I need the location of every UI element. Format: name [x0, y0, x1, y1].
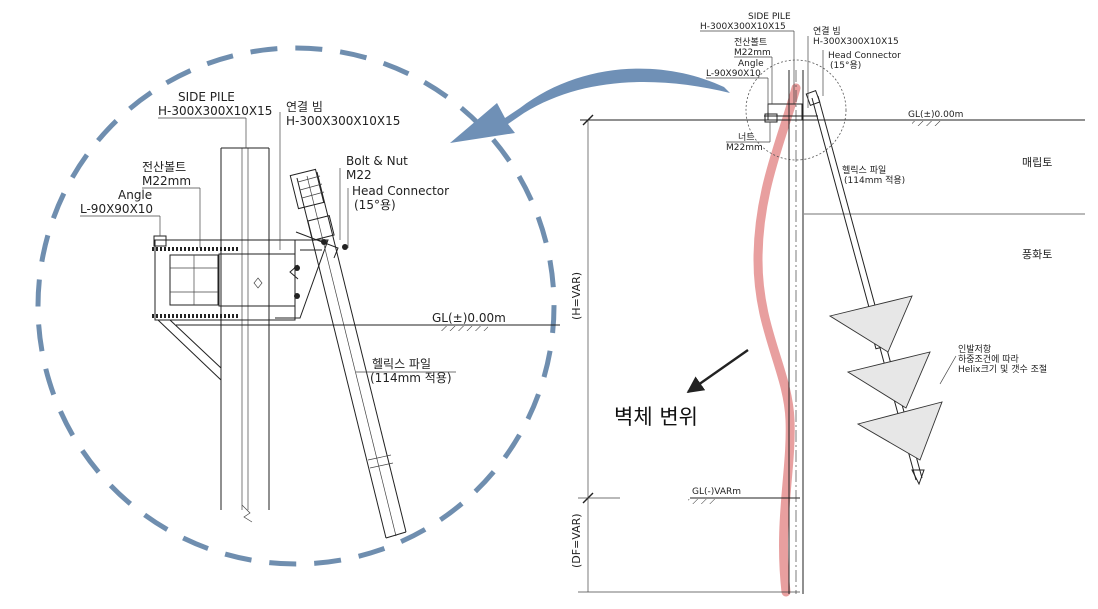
detail-head-connector — [275, 231, 339, 319]
detail-helix-pile-label: 헬릭스 파일 — [372, 357, 431, 371]
detail-ground-level-label: GL(±)0.00m — [432, 311, 506, 325]
section-helix-pile — [811, 95, 943, 486]
section-detail-circle — [745, 59, 847, 161]
section-helix-note-1: 인발저항 — [958, 344, 991, 355]
section-lower-ground-level: GL(-)VARm — [692, 487, 741, 497]
detail-side-pile — [220, 147, 270, 523]
section-layer-fill: 매립토 — [1022, 156, 1052, 169]
zoom-arrow — [450, 68, 730, 143]
section-nut-label: 너트 — [738, 132, 755, 143]
section-nut-size: M22mm — [726, 143, 763, 153]
section-side-pile — [788, 70, 804, 594]
detail-beam-label: 연결 빔 — [286, 100, 323, 114]
detail-bolt-nut-size: M22 — [346, 168, 372, 182]
section-helix-note-3: Helix크기 및 갯수 조절 — [958, 363, 1047, 375]
detail-helix-pile — [289, 168, 407, 539]
helix-plate-2 — [846, 351, 931, 409]
detail-head-connector-label: Head Connector — [352, 184, 449, 198]
wall-displacement-arrow — [686, 349, 749, 393]
section-beam-spec: H-300X300X10X15 — [813, 37, 899, 47]
detail-angle-spec: L-90X90X10 — [80, 202, 153, 216]
section-side-pile-spec: H-300X300X10X15 — [700, 22, 786, 32]
detail-labels: SIDE PILE H-300X300X10X15 연결 빔 H-300X300… — [80, 90, 456, 385]
helix-plate-3 — [856, 401, 943, 461]
wall-displacement-curve — [753, 83, 801, 597]
detail-bolt-size: M22mm — [142, 174, 191, 188]
lower-ground-hatch — [688, 499, 718, 504]
detail-bolt-label: 전산볼트 — [142, 160, 186, 174]
section-head-connector-label: Head Connector — [828, 51, 901, 61]
section-view: (H=VAR) (DF=VAR) — [570, 12, 1085, 597]
section-helix-pile-spec: (114mm 적용) — [844, 174, 905, 186]
section-dimension: (H=VAR) (DF=VAR) — [570, 114, 800, 593]
detail-brace — [157, 319, 222, 381]
section-angle-spec: L-90X90X10 — [706, 69, 761, 79]
detail-ground-level: GL(±)0.00m — [176, 311, 560, 331]
section-bolt-label: 전산볼트 — [734, 37, 767, 48]
detail-head-connector-angle: (15°용) — [354, 198, 396, 212]
section-dim-df: (DF=VAR) — [570, 513, 583, 568]
detail-side-pile-label: SIDE PILE — [178, 90, 235, 104]
detail-circle — [35, 45, 557, 567]
section-head-connector-angle: (15°용) — [830, 60, 861, 71]
detail-bolt-nut-label: Bolt & Nut — [346, 154, 408, 168]
section-labels: SIDE PILE H-300X300X10X15 전산볼트 M22mm Ang… — [614, 12, 1052, 497]
section-beam-label: 연결 빔 — [813, 26, 841, 37]
section-helix-pile-label: 헬릭스 파일 — [842, 164, 886, 176]
section-ground-level-label: GL(±)0.00m — [908, 110, 963, 120]
helix-plate-1 — [828, 295, 913, 353]
ground-hatch — [912, 121, 942, 126]
section-helix-note-2: 하중조건에 따라 — [958, 354, 1020, 365]
section-dim-h: (H=VAR) — [570, 272, 583, 320]
wall-displacement-label: 벽체 변위 — [614, 405, 698, 429]
detail-angle-label: Angle — [118, 188, 152, 202]
detail-beam-spec: H-300X300X10X15 — [286, 114, 400, 128]
detail-view: GL(±)0.00m SIDE PILE H-300X300X10X15 연결 … — [35, 45, 560, 567]
section-side-pile-label: SIDE PILE — [748, 12, 791, 22]
detail-connection-block — [152, 235, 300, 321]
section-angle-label: Angle — [738, 59, 764, 69]
detail-helix-pile-spec: (114mm 적용) — [370, 371, 452, 385]
section-bolt-size: M22mm — [734, 48, 771, 58]
section-layer-weathered: 풍화토 — [1022, 248, 1052, 261]
detail-side-pile-spec: H-300X300X10X15 — [158, 104, 272, 118]
